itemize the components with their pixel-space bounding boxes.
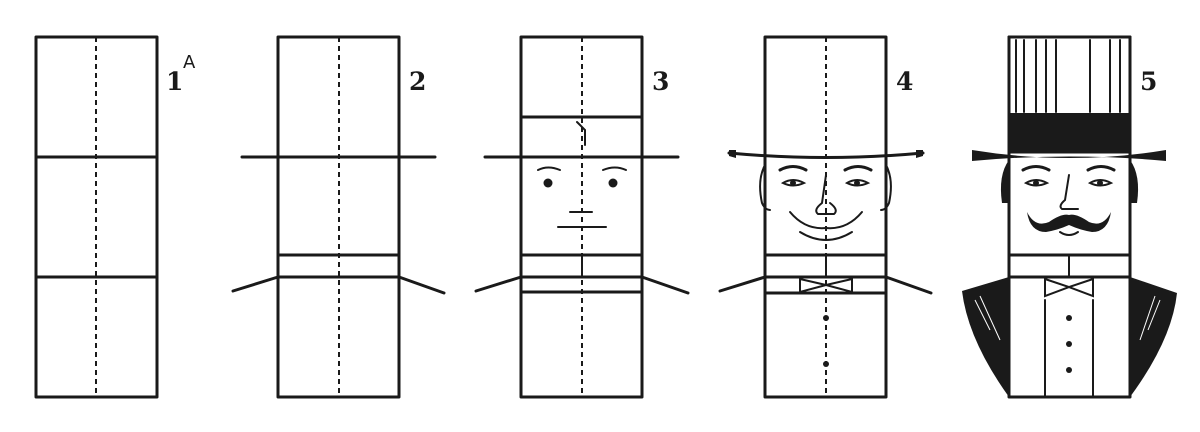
step-5-number: 5 (1140, 67, 1157, 96)
step-5-left-sideburn (1000, 160, 1009, 203)
step-3-number: 3 (652, 67, 669, 96)
step-4-bow-tie-left (799, 277, 827, 294)
step-4-right-shoulder (884, 275, 933, 295)
step-5-bow-tie-right (1066, 277, 1094, 298)
step-5-hat-stripes (1015, 39, 1121, 113)
step-5-left-eye-outline (1023, 179, 1050, 187)
step-4-jaw-line (799, 231, 853, 241)
step-3-right-eye (608, 178, 618, 188)
step-4-number: 4 (896, 67, 913, 96)
step-3-left-shoulder (474, 275, 523, 293)
step-5-figure (962, 35, 1177, 399)
step-5-right-eye (1097, 180, 1103, 186)
step-5-jacket-hatching (974, 295, 1161, 341)
step-5-left-eyebrow (1021, 165, 1051, 172)
step-1-figure (34, 35, 159, 399)
step-5-jacket-left (962, 277, 1009, 397)
step-4-right-ear (880, 164, 892, 211)
step-2-figure (231, 35, 446, 399)
step-5-right-eyebrow (1086, 165, 1116, 172)
step-5-shirt-button-3 (1066, 367, 1072, 373)
step-2-left-shoulder (231, 275, 280, 293)
step-4-brim-left-tip (729, 150, 736, 158)
step-5-right-sideburn (1130, 160, 1139, 203)
step-5-left-eye (1033, 180, 1039, 186)
step-4-nose (815, 174, 837, 215)
step-4-right-eye-outline (844, 179, 871, 187)
step-4-left-eye-outline (780, 179, 807, 187)
step-5-hat-band (1009, 113, 1130, 153)
step-4-right-eyebrow (843, 165, 873, 172)
step-3-hat-crease (576, 121, 586, 146)
step-5-right-eye-outline (1087, 179, 1114, 187)
step-4-mustache-line (789, 211, 863, 230)
step-4-hat-brim (727, 151, 925, 159)
step-3-right-shoulder (640, 275, 690, 295)
step-5-bow-tie-left (1044, 277, 1072, 298)
step-1-corner-letter: A (183, 52, 196, 73)
step-5-hat-brim (972, 150, 1166, 161)
step-5-outline-rect (1007, 35, 1132, 399)
step-5-nose (1059, 174, 1079, 210)
step-4-shirt-button-1 (823, 315, 829, 321)
step-2-right-shoulder (397, 275, 446, 295)
step-4-bow-tie-right (825, 277, 853, 294)
step-4-left-ear (759, 164, 771, 211)
step-5-shirt-button-2 (1066, 341, 1072, 347)
step-4-left-eye (790, 180, 796, 186)
step-4-brim-right-tip (916, 150, 923, 158)
step-5-lip (1059, 231, 1079, 236)
step-4-right-eye (854, 180, 860, 186)
step-1-number: 1 (166, 67, 183, 96)
step-3-left-eyebrow (537, 166, 561, 171)
step-4-left-shoulder (718, 275, 767, 293)
step-4-left-eyebrow (778, 165, 808, 172)
step-5-jacket-right (1130, 277, 1177, 397)
step-3-left-eye (543, 178, 553, 188)
step-2-number: 2 (409, 67, 426, 96)
step-4-shirt-button-2 (823, 361, 829, 367)
step-4-figure (718, 35, 933, 399)
step-3-right-eyebrow (602, 166, 627, 171)
step-5-shirt-button-1 (1066, 315, 1072, 321)
step-5-mustache (1027, 212, 1111, 232)
step-3-figure (474, 35, 690, 399)
